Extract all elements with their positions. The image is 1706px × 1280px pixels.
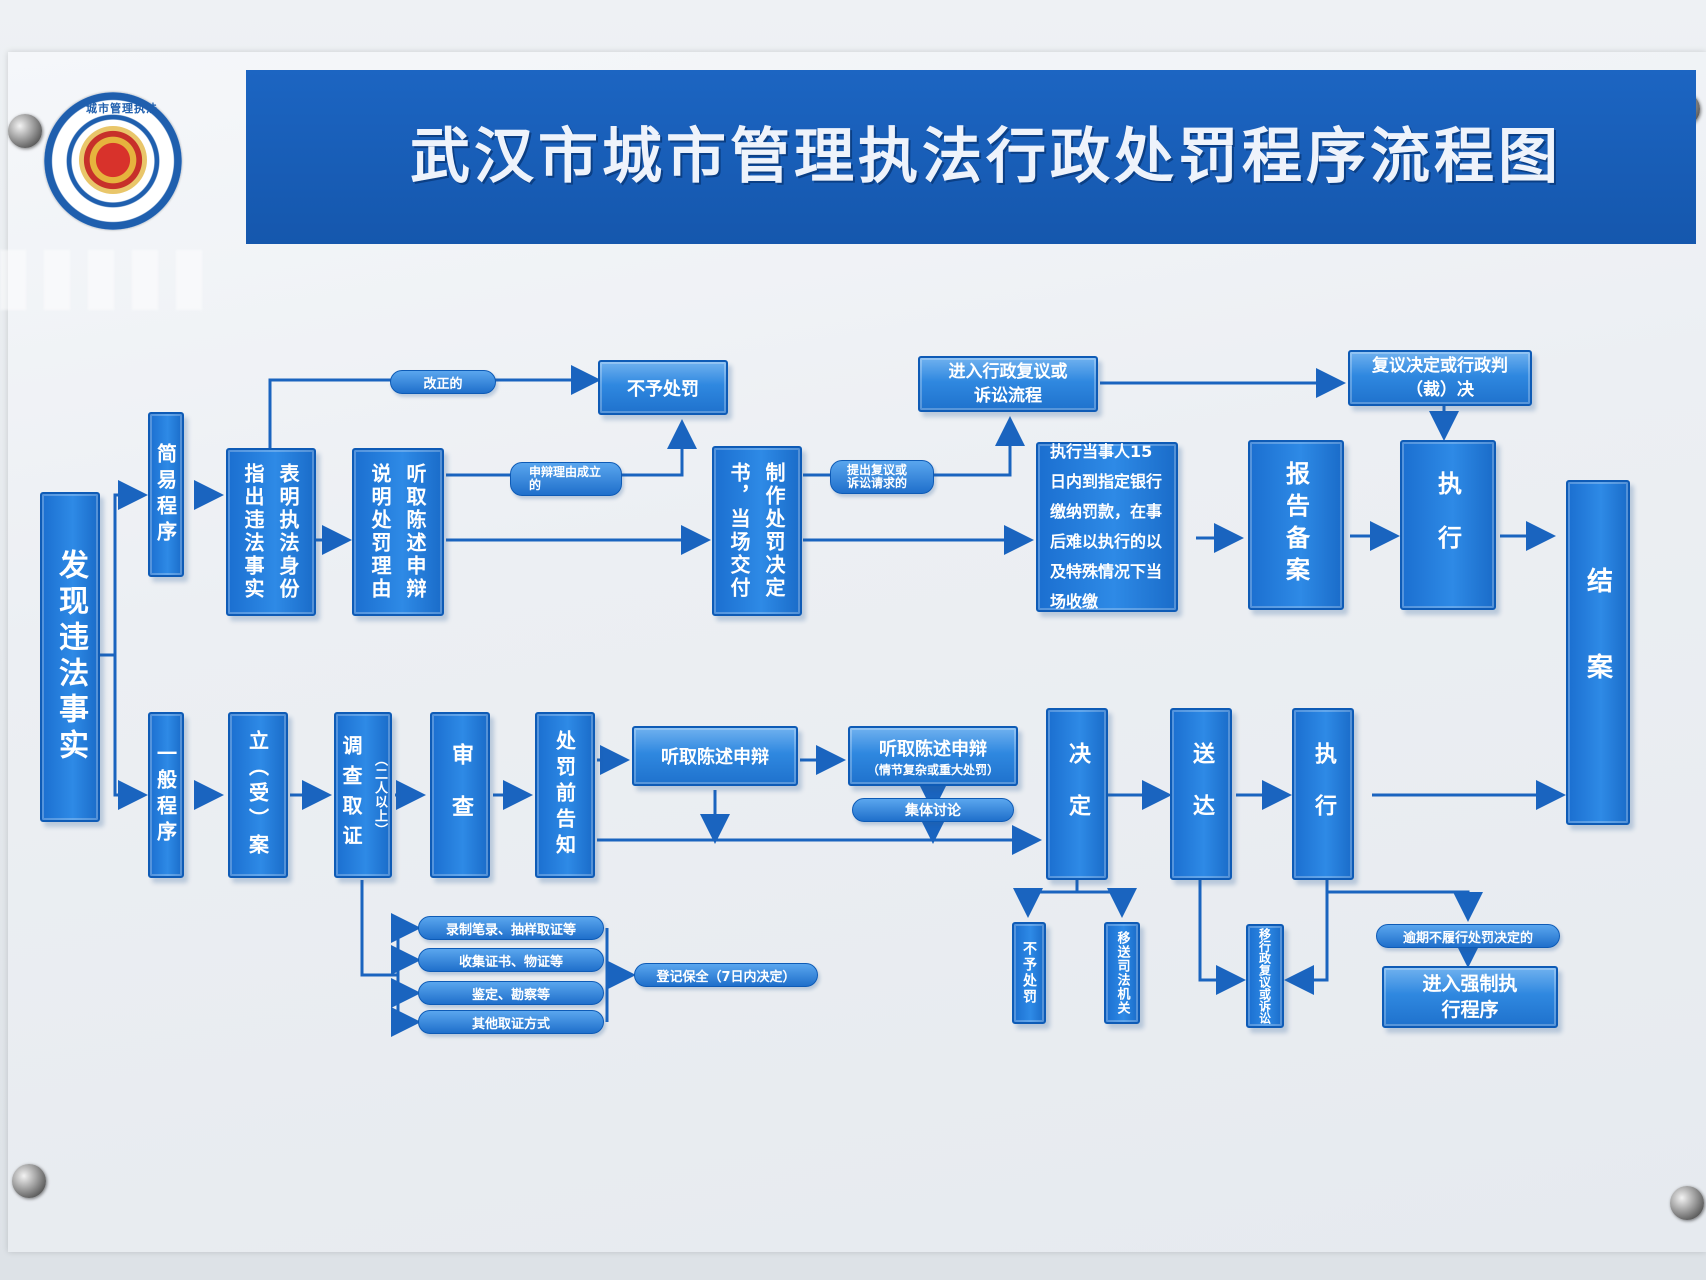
- preserve-label: 登记保全（7日内决定）: [634, 963, 818, 987]
- step-note: （二人以上）: [372, 753, 387, 837]
- step-text: 指出违法事实: [241, 463, 265, 601]
- display-board: [8, 52, 1706, 1252]
- hearing-note: （情节复杂或重大处罚）: [866, 762, 999, 777]
- emblem-ring-text: 城市管理执法: [86, 102, 158, 115]
- corrected-label: 改正的: [390, 370, 496, 394]
- mount-screw: [8, 114, 42, 148]
- review-flow-box: 进入行政复议或诉讼流程: [918, 356, 1098, 412]
- general-step-review: 审查: [430, 712, 490, 878]
- review-result-box: 复议决定或行政判（裁）决: [1348, 350, 1532, 406]
- start-node: 发现违法事实: [40, 492, 100, 822]
- end-node: 结案: [1566, 480, 1630, 825]
- evidence-method: 其他取证方式: [418, 1010, 604, 1034]
- overdue-label: 逾期不履行处罚决定的: [1376, 924, 1560, 948]
- general-hearing-box: 听取陈述申辩: [632, 726, 798, 786]
- hearing-title: 听取陈述申辩: [879, 738, 987, 760]
- evidence-method: 收集证书、物证等: [418, 948, 604, 972]
- simple-step-report: 报告备案: [1248, 440, 1344, 610]
- review-appeal-box: 移行政复议或诉讼: [1246, 924, 1284, 1028]
- emblem-center-icon: [79, 126, 147, 194]
- simple-step-decision: 书，当场交付 制作处罚决定: [712, 446, 802, 616]
- step-text: 表明执法身份: [276, 463, 300, 601]
- simple-step-execute: 执行: [1400, 440, 1496, 610]
- general-hearing-major-box: 听取陈述申辩 （情节复杂或重大处罚）: [848, 726, 1018, 786]
- general-step-file: 立（受）案: [228, 712, 288, 878]
- review-appeal-text: 移行政复议或诉讼: [1257, 928, 1272, 1024]
- evidence-method: 鉴定、勘察等: [418, 981, 604, 1005]
- appeal-request-label: 提出复议或诉讼请求的: [830, 460, 934, 494]
- light-reflection: [0, 250, 220, 310]
- simple-step-explain: 说明处罚理由 听取陈述申辩: [352, 448, 444, 616]
- general-step-notice: 处罚前告知: [535, 712, 595, 878]
- step-text: 说明处罚理由: [368, 463, 392, 601]
- defense-valid-label: 申辩理由成立的: [510, 462, 622, 496]
- simple-no-penalty: 不予处罚: [598, 360, 728, 415]
- transfer-judicial: 移送司法机关: [1104, 922, 1140, 1024]
- evidence-method: 录制笔录、抽样取证等: [418, 916, 604, 940]
- general-procedure-label: 一般程序: [148, 712, 184, 878]
- step-text: 书，当场交付: [727, 462, 751, 600]
- simple-procedure-label: 简易程序: [148, 412, 184, 577]
- general-no-penalty: 不予处罚: [1012, 922, 1046, 1024]
- general-step-deliver: 送达: [1170, 708, 1232, 880]
- title-bar: [246, 70, 1696, 244]
- mount-screw: [1670, 1186, 1704, 1220]
- simple-step-payment: 执行当事人15日内到指定银行缴纳罚款，在事后难以执行的以及特殊情况下当场收缴: [1036, 442, 1178, 612]
- general-step-decide: 决定: [1046, 708, 1108, 880]
- page-title: 武汉市城市管理执法行政处罚程序流程图: [410, 122, 1562, 192]
- step-text: 制作处罚决定: [762, 462, 786, 600]
- step-text: 听取陈述申辩: [403, 463, 427, 601]
- step-text: 调查取证: [339, 735, 363, 855]
- general-step-investigate: 调查取证 （二人以上）: [334, 712, 392, 878]
- general-step-execute: 执行: [1292, 708, 1354, 880]
- enforce-box: 进入强制执行程序: [1382, 966, 1558, 1028]
- group-discussion-label: 集体讨论: [852, 798, 1014, 822]
- mount-screw: [12, 1164, 46, 1198]
- simple-step-identify: 指出违法事实 表明执法身份: [226, 448, 316, 616]
